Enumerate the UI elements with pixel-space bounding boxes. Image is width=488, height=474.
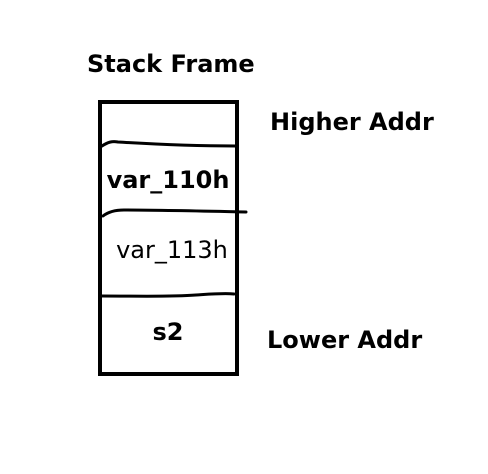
- cell-s2: s2: [152, 318, 184, 346]
- cell-var-113h: var_113h: [116, 236, 228, 264]
- frame-border: [98, 100, 239, 376]
- lower-address-label: Lower Addr: [267, 326, 423, 354]
- cell-var-110h: var_110h: [106, 166, 230, 194]
- divider-middle: [101, 208, 248, 218]
- divider-top: [100, 140, 238, 148]
- diagram-title: Stack Frame: [87, 50, 255, 78]
- divider-bottom: [100, 292, 236, 298]
- higher-address-label: Higher Addr: [270, 108, 434, 136]
